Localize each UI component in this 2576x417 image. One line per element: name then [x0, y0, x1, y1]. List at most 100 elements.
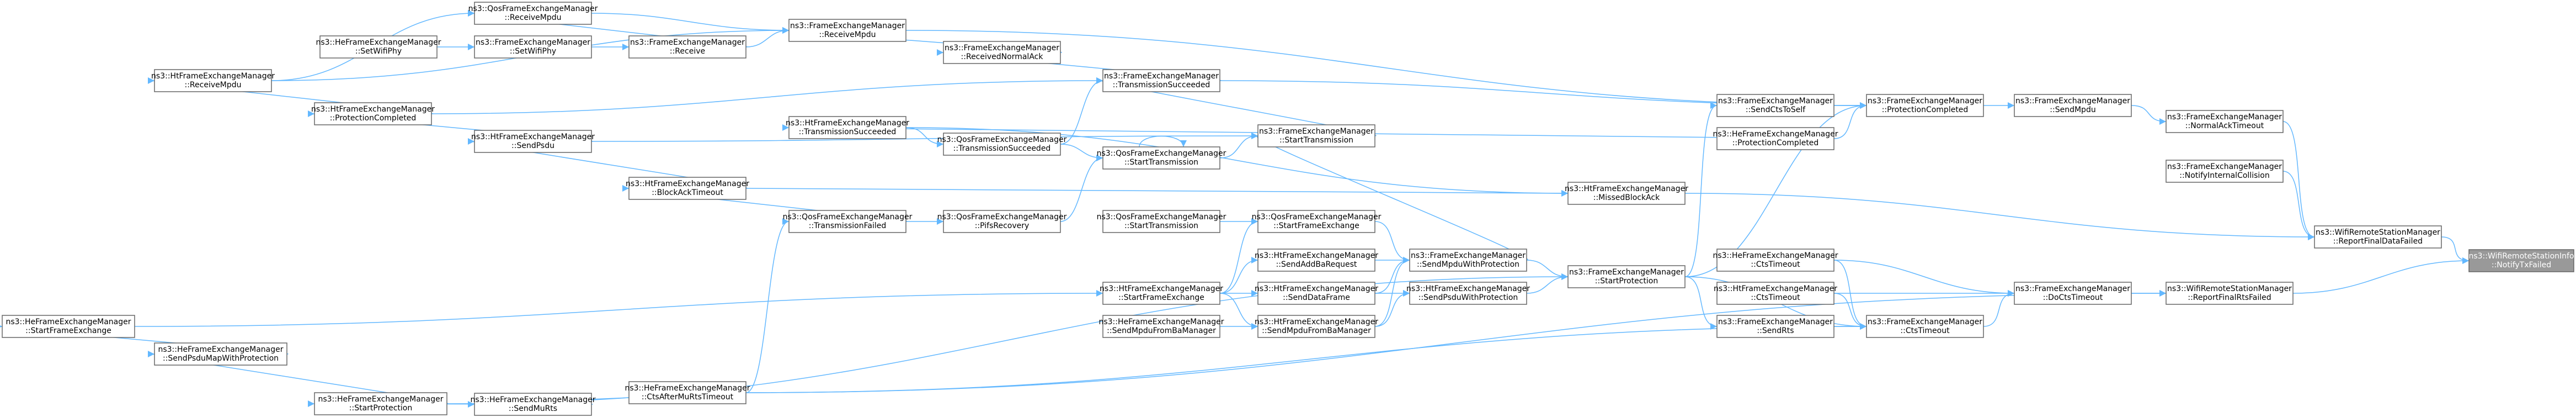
node-label-line: ns3::HtFrameExchangeManager: [626, 180, 749, 188]
graph-node-qostranssucc[interactable]: ns3::QosFrameExchangeManager::Transmissi…: [937, 133, 1067, 156]
node-label-line: ns3::HeFrameExchangeManager: [625, 384, 750, 393]
node-label-line: ::TransmissionSucceeded: [799, 128, 897, 136]
graph-node-htsendpsdu2[interactable]: ns3::HtFrameExchangeManager::SendPsdu: [471, 130, 595, 153]
graph-node-hestartfe[interactable]: ns3::HeFrameExchangeManager::StartFrameE…: [2, 315, 135, 338]
graph-node-setwifiphy[interactable]: ns3::FrameExchangeManager::SetWifiPhy: [474, 35, 592, 59]
graph-node-femrecv[interactable]: ns3::FrameExchangeManager::Receive: [628, 35, 746, 59]
graph-node-sendrts[interactable]: ns3::FrameExchangeManager::SendRts: [1716, 315, 1834, 338]
graph-node-hesendpsdumap[interactable]: ns3::HeFrameExchangeManager::SendPsduMap…: [154, 342, 287, 366]
node-box: [2, 315, 135, 338]
edge-startprot-to-sendcts: [1684, 102, 1718, 277]
graph-node-nic[interactable]: ns3::FrameExchangeManager::NotifyInterna…: [2166, 160, 2284, 183]
node-label-line: ::PifsRecovery: [975, 221, 1030, 230]
node-label-line: ns3::FrameExchangeManager: [1868, 97, 1982, 105]
graph-node-sendmpduwp[interactable]: ns3::FrameExchangeManager::SendMpduWithP…: [1409, 249, 1527, 272]
graph-node-docts[interactable]: ns3::FrameExchangeManager::DoCtsTimeout: [2014, 282, 2132, 305]
node-box: [1102, 315, 1220, 338]
node-label-line: ns3::FrameExchangeManager: [630, 38, 745, 47]
graph-node-startprot[interactable]: ns3::FrameExchangeManager::StartProtecti…: [1567, 265, 1686, 288]
node-label-line: ::NotifyTxFailed: [2492, 261, 2551, 270]
node-label-line: ::StartFrameExchange: [1118, 293, 1204, 302]
node-label-line: ::ReportFinalDataFailed: [2333, 237, 2423, 246]
graph-node-sendcts[interactable]: ns3::FrameExchangeManager::SendCtsToSelf: [1716, 94, 1834, 117]
graph-node-rdf[interactable]: ns3::WifiRemoteStationManager::ReportFin…: [2314, 225, 2442, 249]
graph-node-htbatimeout[interactable]: ns3::HtFrameExchangeManager::BlockAckTim…: [626, 177, 749, 200]
node-label-line: ns3::FrameExchangeManager: [1104, 72, 1219, 81]
edge-missedba-to-rdf: [1684, 193, 2315, 240]
node-label-line: ::SendPsduWithProtection: [1418, 293, 1518, 302]
node-label-line: ns3::FrameExchangeManager: [2167, 113, 2282, 122]
graph-node-hesendmurts[interactable]: ns3::HeFrameExchangeManager::SendMuRts: [470, 393, 596, 416]
graph-node-hects[interactable]: ns3::HeFrameExchangeManager::CtsTimeout: [1713, 249, 1838, 272]
node-box: [474, 130, 592, 153]
edge-hepc-to-pc: [1833, 102, 1867, 139]
node-label-line: ns3::HtFrameExchangeManager: [471, 133, 595, 141]
graph-node-qosstarttrans2[interactable]: ns3::QosFrameExchangeManager::StartTrans…: [1097, 210, 1226, 233]
node-box: [628, 35, 746, 59]
graph-node-htcts[interactable]: ns3::HtFrameExchangeManager::CtsTimeout: [1714, 282, 1837, 305]
node-box: [1102, 282, 1220, 305]
graph-node-starttrans[interactable]: ns3::FrameExchangeManager::StartTransmis…: [1257, 124, 1375, 147]
graph-node-femcts[interactable]: ns3::FrameExchangeManager::CtsTimeout: [1866, 315, 1984, 338]
node-label-line: ::TransmissionSucceeded: [953, 144, 1051, 153]
graph-node-pc[interactable]: ns3::FrameExchangeManager::ProtectionCom…: [1866, 94, 1984, 117]
node-label-line: ns3::QosFrameExchangeManager: [1097, 213, 1226, 221]
edge-htsendpsdu2-to-starttrans: [591, 133, 1258, 142]
node-label-line: ::SendCtsToSelf: [1746, 105, 1806, 114]
graph-node-hesendmpdufromba[interactable]: ns3::HeFrameExchangeManager::SendMpduFro…: [1098, 315, 1224, 338]
edge-nat-to-rdf: [2282, 121, 2315, 240]
node-box: [788, 19, 906, 42]
node-box: [628, 381, 746, 404]
edge-recvmpdu-to-pc: [905, 30, 1867, 109]
graph-node-hepc[interactable]: ns3::HeFrameExchangeManager::ProtectionC…: [1713, 127, 1838, 150]
edge-hestartfe-to-htstartfe: [134, 290, 1103, 327]
node-box: [2166, 110, 2284, 133]
edge-httranssucc-to-missedba: [905, 127, 1569, 197]
graph-node-missedba[interactable]: ns3::HtFrameExchangeManager::MissedBlock…: [1565, 182, 1688, 205]
graph-node-htpc[interactable]: ns3::HtFrameExchangeManager::ProtectionC…: [311, 102, 435, 125]
node-label-line: ::DoCtsTimeout: [2043, 293, 2103, 302]
graph-node-hesetwifiphy[interactable]: ns3::HeFrameExchangeManager::SetWifiPhy: [316, 35, 441, 59]
graph-node-root[interactable]: ns3::WifiRemoteStationInfo::NotifyTxFail…: [2468, 249, 2574, 272]
graph-node-nat[interactable]: ns3::FrameExchangeManager::NormalAckTime…: [2166, 110, 2284, 133]
node-label-line: ns3::FrameExchangeManager: [476, 38, 590, 47]
node-label-line: ::SetWifiPhy: [355, 47, 402, 56]
node-label-line: ::CtsTimeout: [1751, 260, 1800, 269]
graph-node-sendaddba[interactable]: ns3::HtFrameExchangeManager::SendAddBaRe…: [1255, 249, 1378, 272]
node-label-line: ns3::HtFrameExchangeManager: [1100, 284, 1223, 293]
node-label-line: ::ProtectionCompleted: [330, 114, 417, 123]
graph-node-qosstartfe[interactable]: ns3::QosFrameExchangeManager::StartFrame…: [1252, 210, 1382, 233]
graph-node-htstartfe[interactable]: ns3::HtFrameExchangeManager::StartFrameE…: [1100, 282, 1223, 305]
graph-node-hestartprot[interactable]: ns3::HeFrameExchangeManager::StartProtec…: [314, 392, 447, 415]
graph-node-recvnack[interactable]: ns3::FrameExchangeManager::ReceivedNorma…: [943, 41, 1061, 64]
node-box: [1257, 315, 1375, 338]
node-box: [1257, 124, 1375, 147]
graph-node-sendmpdu[interactable]: ns3::FrameExchangeManager::SendMpdu: [2014, 94, 2132, 117]
node-label-line: ns3::QosFrameExchangeManager: [1252, 213, 1382, 221]
graph-node-pifs[interactable]: ns3::QosFrameExchangeManager::PifsRecove…: [937, 210, 1067, 233]
node-box: [2014, 94, 2132, 117]
graph-node-qostransfailed[interactable]: ns3::QosFrameExchangeManager::Transmissi…: [783, 210, 913, 233]
graph-node-rrf[interactable]: ns3::WifiRemoteStationManager::ReportFin…: [2166, 282, 2294, 305]
node-label-line: ns3::FrameExchangeManager: [790, 22, 905, 30]
graph-node-transsucc[interactable]: ns3::FrameExchangeManager::TransmissionS…: [1102, 69, 1220, 92]
graph-node-qosrecv[interactable]: ns3::QosFrameExchangeManager::ReceiveMpd…: [468, 2, 598, 25]
graph-node-recvmpdu[interactable]: ns3::FrameExchangeManager::ReceiveMpdu: [788, 19, 906, 42]
node-box: [1866, 94, 1984, 117]
graph-node-sendmpdufromba[interactable]: ns3::HtFrameExchangeManager::SendMpduFro…: [1255, 315, 1378, 338]
edge-hectsaftermurts-to-femcts: [745, 323, 1867, 393]
edge-hestartprot-to-startprot: [446, 273, 1569, 404]
node-box: [1257, 210, 1375, 233]
node-label-line: ::NormalAckTimeout: [2185, 122, 2264, 130]
node-box: [1716, 249, 1834, 272]
node-label-line: ns3::FrameExchangeManager: [1259, 127, 1374, 136]
graph-node-qosstarttrans[interactable]: ns3::QosFrameExchangeManager::StartTrans…: [1097, 146, 1226, 170]
graph-node-htrecvmpdu[interactable]: ns3::HtFrameExchangeManager::ReceiveMpdu: [151, 69, 275, 92]
graph-node-hectsaftermurts[interactable]: ns3::HeFrameExchangeManager::CtsAfterMuR…: [625, 381, 750, 404]
graph-node-httranssucc[interactable]: ns3::HtFrameExchangeManager::Transmissio…: [786, 116, 909, 139]
edge-hects-to-femcts: [1833, 260, 1867, 330]
graph-node-htsendpsdu[interactable]: ns3::HtFrameExchangeManager::SendPsduWit…: [1406, 282, 1530, 305]
node-box: [1257, 249, 1375, 272]
graph-node-senddataframe[interactable]: ns3::HtFrameExchangeManager::SendDataFra…: [1255, 282, 1378, 305]
